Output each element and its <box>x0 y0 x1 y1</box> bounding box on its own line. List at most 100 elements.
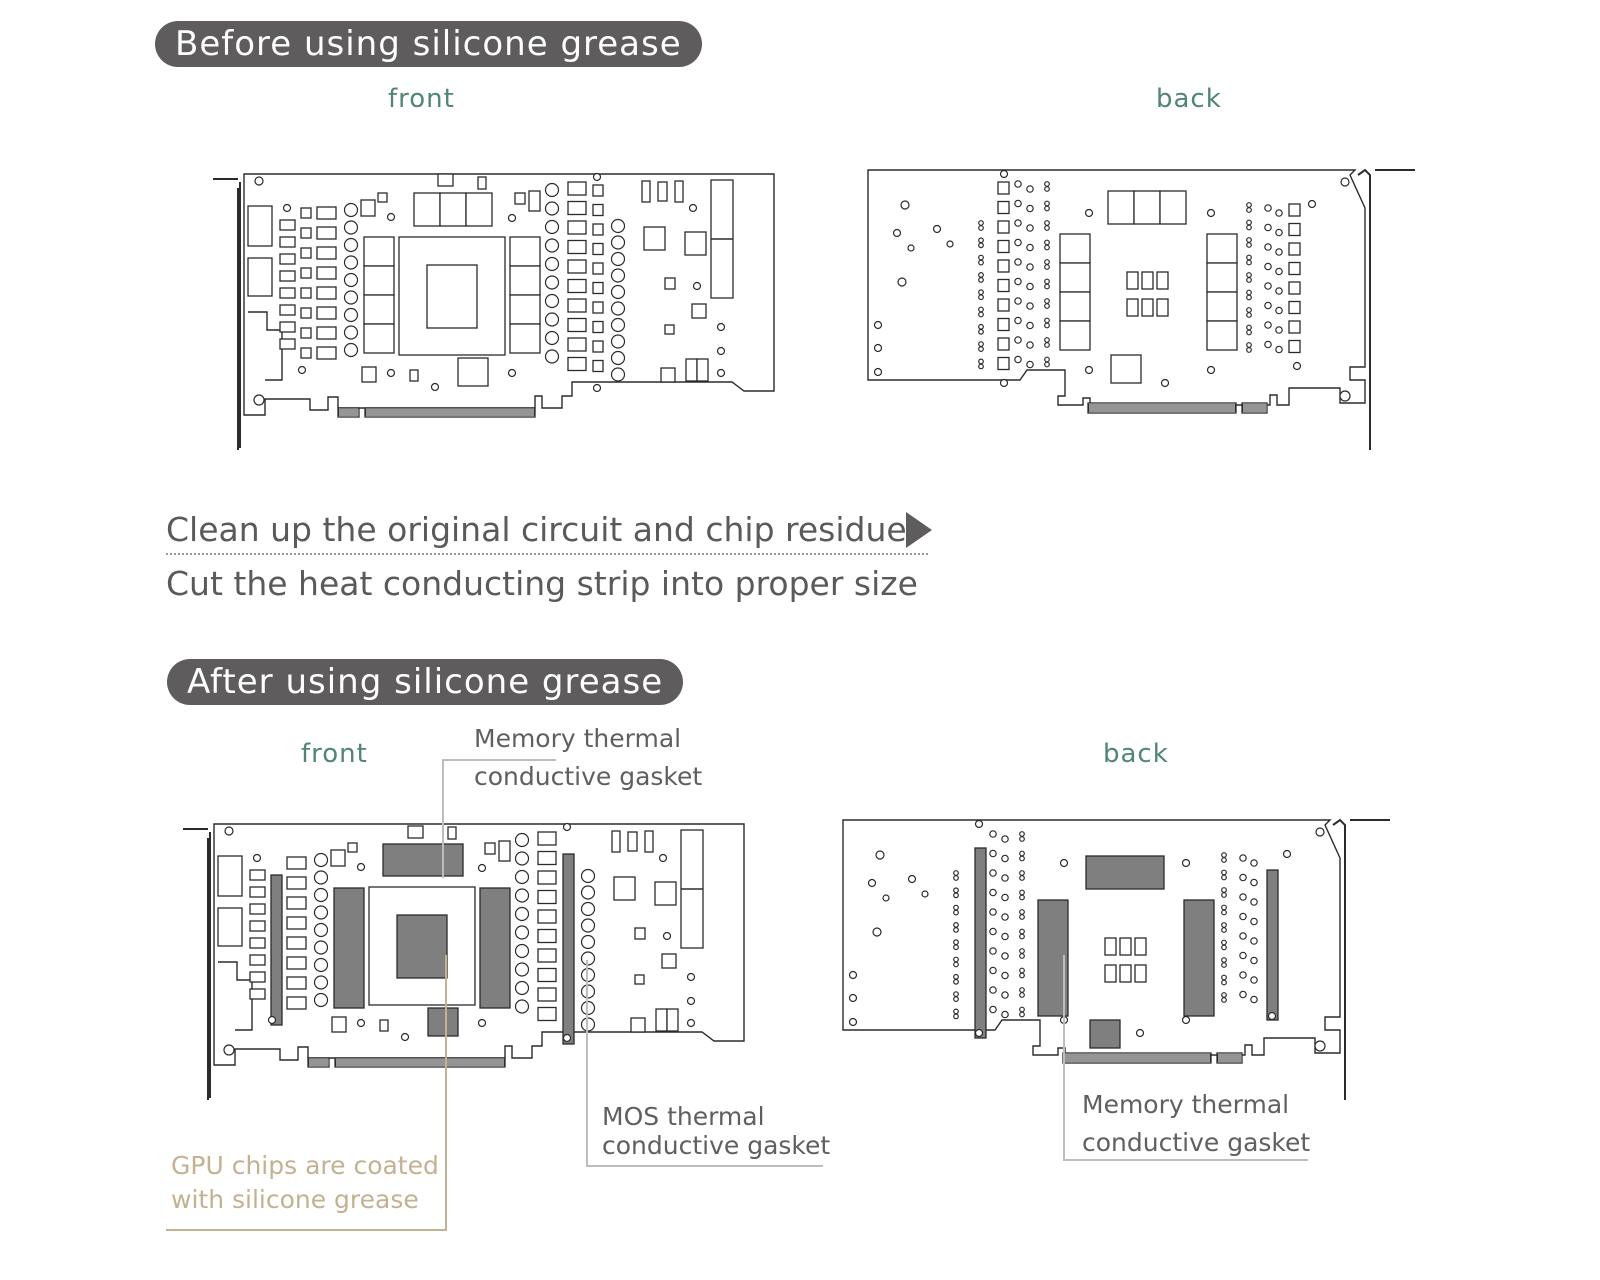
via <box>1044 225 1050 231</box>
gpu-die-greased <box>396 914 448 979</box>
io-port <box>247 257 273 297</box>
component <box>360 199 376 217</box>
choke <box>537 948 557 963</box>
memory-chip <box>1206 320 1238 351</box>
choke <box>537 967 557 983</box>
memory-chip <box>1059 320 1091 351</box>
capacitor <box>514 943 530 959</box>
mosfet <box>592 242 604 256</box>
choke <box>286 956 307 970</box>
hole <box>1014 355 1022 364</box>
component <box>361 366 377 383</box>
choke <box>567 239 587 255</box>
via <box>1246 224 1252 231</box>
via <box>953 944 959 951</box>
memory-chip <box>1206 262 1238 293</box>
memory-pad-left <box>333 887 365 1009</box>
choke <box>537 831 557 846</box>
inductor <box>249 954 266 966</box>
choke <box>537 889 557 905</box>
choke <box>316 226 337 240</box>
hole <box>848 993 858 1003</box>
via <box>978 225 984 231</box>
mosfet <box>997 356 1010 371</box>
via <box>978 242 984 249</box>
mosfet <box>592 340 604 353</box>
hole <box>867 878 877 888</box>
capacitor <box>514 851 530 866</box>
controller-pad-back <box>1089 1019 1121 1049</box>
hole <box>921 890 929 898</box>
hole <box>1250 976 1258 984</box>
after-section-title: After using silicone grease <box>167 659 684 705</box>
via <box>1221 962 1227 968</box>
hole <box>716 368 726 378</box>
mosfet <box>300 227 312 239</box>
capacitor-smd <box>1119 937 1132 956</box>
hole <box>872 927 882 937</box>
hole <box>688 203 698 213</box>
hole <box>356 862 366 872</box>
mount-hole <box>253 394 265 406</box>
choke <box>316 246 337 260</box>
hole <box>1275 345 1283 354</box>
inductor <box>279 321 296 333</box>
mosfet <box>1288 203 1301 217</box>
choke <box>316 326 337 340</box>
hole <box>989 986 997 994</box>
component <box>654 881 677 906</box>
capacitor <box>313 975 329 990</box>
choke <box>537 870 557 885</box>
mosfet <box>300 247 312 259</box>
choke <box>567 220 587 235</box>
inductor <box>249 937 266 949</box>
via <box>1019 836 1025 842</box>
hole <box>1014 219 1022 227</box>
via <box>1044 322 1050 329</box>
via <box>1221 874 1227 881</box>
hole <box>1275 228 1283 237</box>
memory-chip <box>363 265 395 296</box>
hole <box>989 908 997 916</box>
inductor <box>249 920 266 932</box>
capacitor <box>313 852 329 868</box>
choke <box>567 278 587 294</box>
component <box>641 180 651 203</box>
mosfet <box>1288 339 1301 354</box>
mosfet <box>592 281 604 295</box>
callout-front-gpu: GPU chips are coated with silicone greas… <box>171 1149 439 1217</box>
via <box>1221 997 1227 1003</box>
hole <box>989 830 997 838</box>
via <box>1246 207 1252 213</box>
hole <box>907 244 915 252</box>
hole <box>1264 340 1272 349</box>
capacitor <box>580 868 596 884</box>
via <box>1246 347 1252 353</box>
callout-front-memory-line2: conductive gasket <box>474 762 703 791</box>
component <box>634 974 645 985</box>
inductor <box>279 287 296 299</box>
hole <box>562 822 572 832</box>
via <box>953 926 959 933</box>
component <box>666 1008 679 1032</box>
mosfet <box>1288 300 1301 315</box>
via <box>978 311 984 318</box>
capacitor <box>343 255 359 270</box>
component <box>528 190 541 212</box>
capacitor <box>313 992 329 1008</box>
capacitor <box>313 940 329 955</box>
callout-front-memory: Memory thermal conductive gasket <box>474 720 702 796</box>
pcb-outline <box>213 823 745 1066</box>
via <box>1044 205 1050 212</box>
hole <box>507 213 517 223</box>
mos-pad-right <box>562 853 575 1045</box>
hole <box>1206 365 1216 375</box>
hole <box>1014 258 1022 266</box>
capacitor-smd <box>1141 298 1154 317</box>
inductor <box>249 988 266 1000</box>
mosfet <box>592 262 604 275</box>
hole <box>1001 991 1009 999</box>
hole <box>1250 898 1258 906</box>
hole <box>1026 360 1034 369</box>
callout-front-gpu-line1: GPU chips are coated <box>171 1151 439 1180</box>
